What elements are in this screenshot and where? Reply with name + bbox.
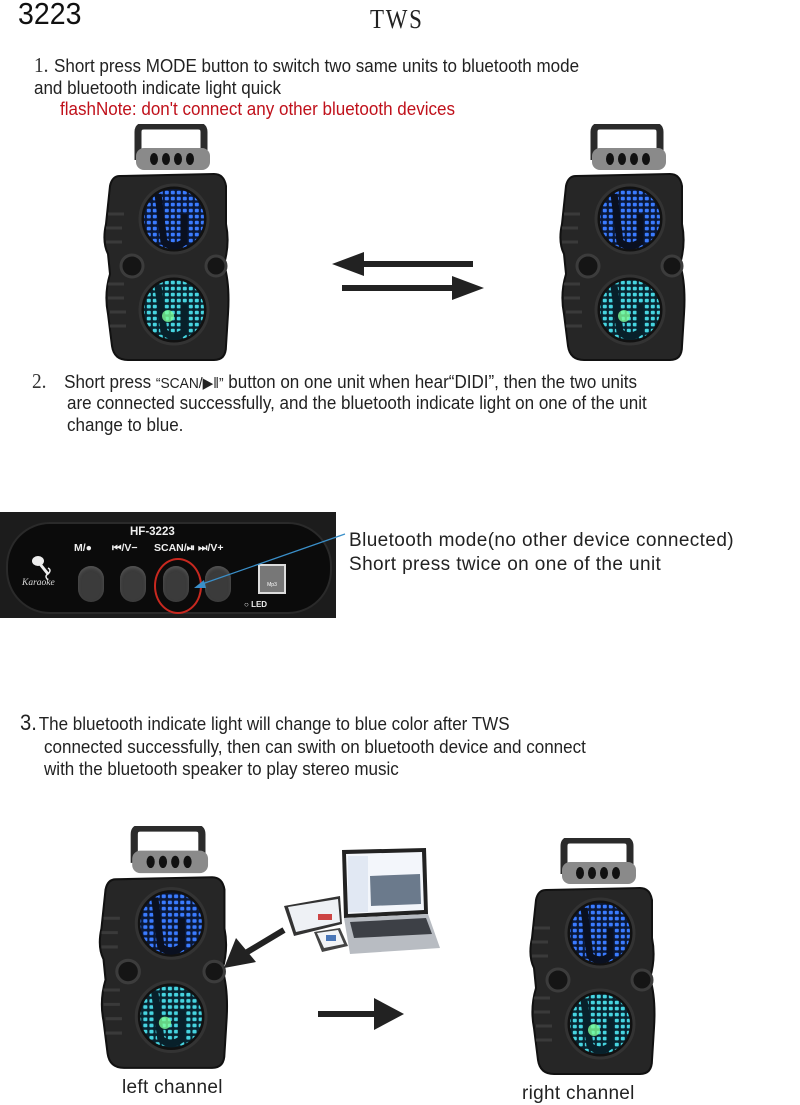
pairing-arrows [332,252,484,300]
laptop-icon [342,848,440,954]
led-label: LED [251,600,268,609]
left-channel-label: left channel [122,1077,223,1098]
right-channel-label: right channel [522,1083,635,1104]
step1-line1: 1.Short press MODE button to switch two … [34,54,579,77]
arrow-left-head [332,252,364,276]
next-volume-up-button[interactable] [205,566,231,602]
step2-line3: change to blue. [67,414,184,435]
phone-icon [314,928,348,952]
speaker-unit-2 [554,124,694,364]
arrow-to-left-channel [224,927,286,968]
step1-note: flashNote: don't connect any other bluet… [60,98,455,119]
left-channel-speaker [90,826,240,1072]
arrow-to-right-channel [318,998,404,1030]
led-indicator: ○ LED [244,600,268,609]
speaker-unit-1 [98,124,238,364]
callout-line2: Short press twice on one of the unit [349,554,662,575]
devices-illustration [284,848,440,954]
step3-line1: 3.The bluetooth indicate light will chan… [20,712,510,735]
prev-volume-down-button[interactable] [120,566,146,602]
prev-button-label: ⏮/V− [112,542,138,554]
mp3-icon: Mp3 [258,564,286,594]
callout-line1: Bluetooth mode(no other device connected… [349,530,735,551]
step3-number: 3. [20,710,37,735]
mode-button[interactable] [78,566,104,602]
step2-number: 2. [32,369,47,393]
step1-line2: and bluetooth indicate light quick [34,77,281,98]
step2-line1: 2. Short press “SCAN/▶‖” button on one u… [32,370,637,395]
model-number: 3223 [18,0,82,31]
tablet-icon [284,896,342,936]
mp3-label: Mp3 [267,582,277,588]
step2-scan-label: “SCAN/▶‖” [155,375,224,392]
control-panel-photo: HF-3223 Karaoke M/● ⏮/V− SCAN/⏯ ⏭/V+ Mp3… [0,512,336,618]
microphone-icon [32,556,51,581]
step2-line2: are connected successfully, and the blue… [67,392,647,413]
scan-button-label: SCAN/⏯ [154,542,196,554]
step1-number: 1. [34,53,49,77]
mode-button-label: M/● [74,542,93,554]
step3-line2: connected successfully, then can swith o… [44,736,586,757]
step2-suffix: button on one unit when hear“DIDI”, then… [223,371,638,392]
step3-line3: with the bluetooth speaker to play stere… [44,758,399,779]
step2-prefix: Short press [64,371,156,392]
step1-text: Short press MODE button to switch two sa… [54,55,580,76]
arrow-right-head [452,276,484,300]
panel-model: HF-3223 [130,526,175,538]
next-button-label: ⏭/V+ [198,542,224,554]
step3-text: The bluetooth indicate light will change… [38,713,510,734]
right-channel-speaker [524,838,664,1078]
page-title: TWS [370,4,424,34]
callout-pointer [194,533,346,588]
karaoke-logo: Karaoke [22,578,55,588]
